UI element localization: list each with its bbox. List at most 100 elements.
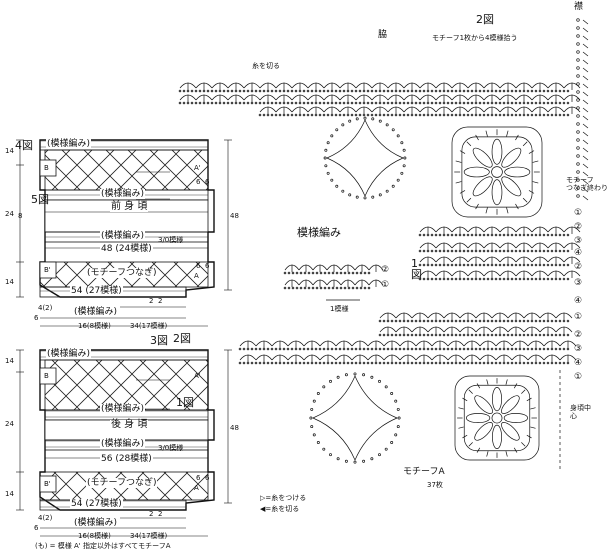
stitch-row-2	[283, 264, 384, 275]
collar-stitch-tick	[582, 115, 589, 121]
collar-stitch	[576, 58, 580, 62]
bottom-pattern-top: (模様編み)	[46, 349, 92, 359]
collar-stitch-tick	[582, 19, 589, 25]
chart-row-top-1	[178, 82, 581, 93]
collar-stitch-tick	[582, 179, 589, 185]
top-m4: 4(2)	[38, 304, 53, 312]
collar-stitch	[576, 50, 580, 54]
chart-row-top-2	[178, 94, 581, 105]
collar-stitch-tick	[582, 139, 589, 145]
stitch-chart-repeat: 1模様	[330, 305, 349, 313]
motif-flower-bottom	[454, 375, 540, 461]
motif-join-end: モチーフ つなぎ終わり	[566, 176, 608, 192]
row-number-marker: ①	[574, 208, 583, 218]
collar-stitch	[576, 194, 580, 198]
fig2-lower-label: 2図	[173, 332, 191, 345]
collar-stitch	[576, 122, 580, 126]
bottom-body-label: 後 身 頃	[110, 419, 149, 430]
collar-stitch-tick	[582, 107, 589, 113]
collar-stitch-tick	[582, 147, 589, 153]
footnote: (も) = 模様 A' 指定以外はすべてモチーフA	[35, 542, 171, 550]
top-a-mark: A	[194, 272, 199, 280]
collar-stitch	[576, 66, 580, 70]
legend-cut: ◀=糸を切る	[260, 505, 300, 513]
collar-stitch-tick	[582, 43, 589, 49]
top-m2a: 2	[149, 297, 154, 305]
collar-stitch	[576, 146, 580, 150]
bottom-b2-mark: B'	[44, 480, 51, 488]
top-repeat-note: 3/0模様	[158, 236, 184, 244]
fig4-label: 4図	[15, 139, 33, 152]
bottom-side-24: 24	[5, 420, 14, 428]
collar-stitch	[576, 170, 580, 174]
bottom-pattern-mid: (模様編み)	[100, 439, 146, 449]
bottom-m16: 16(8模様)	[78, 532, 111, 540]
motif-open-top	[323, 116, 407, 200]
top-pattern-top: (模様編み)	[46, 139, 92, 149]
bottom-bottom-width: 54 (27模様)	[70, 499, 123, 509]
bottom-m34: 34(17模様)	[130, 532, 168, 540]
bottom-b-mark: B	[44, 372, 49, 380]
motif-joining-chart	[178, 18, 589, 470]
bottom-side-14b: 14	[5, 490, 14, 498]
chart-row-lower-2	[378, 326, 573, 337]
top-m2b: 2	[158, 297, 163, 305]
top-pattern-bottom: (模様編み)	[74, 307, 118, 317]
fig5-label: 5図	[31, 193, 49, 206]
collar-stitch-tick	[582, 99, 589, 105]
top-side-14b: 14	[5, 278, 14, 286]
collar-stitch	[576, 106, 580, 110]
chart-row-lower-3	[238, 340, 577, 351]
top-m16: 16(8模様)	[78, 322, 111, 330]
collar-stitch	[576, 90, 580, 94]
motif-count: 37枚	[427, 481, 443, 489]
collar-stitch-tick	[582, 51, 589, 57]
stitch-pattern-chart	[283, 264, 384, 301]
bottom-a2-mark: A'	[194, 372, 201, 380]
motif-note: モチーフ1枚から4模様拾う	[432, 34, 518, 42]
collar-label: 襟	[574, 2, 584, 12]
fig3-label: 3図	[150, 334, 168, 347]
bottom-pattern-bottom: (模様編み)	[74, 518, 118, 528]
collar-stitch	[576, 74, 580, 78]
stitch-chart-title: 模様編み	[297, 226, 341, 239]
collar-stitch	[576, 138, 580, 142]
motif-flower-top	[451, 126, 543, 218]
collar-stitch-tick	[582, 131, 589, 137]
chart-row-mid-4	[418, 270, 581, 281]
collar-stitch-tick	[582, 123, 589, 129]
collar-stitch	[576, 186, 580, 190]
row-number-marker: ③	[574, 344, 583, 354]
bottom-pattern-upper: (模様編み)	[100, 404, 146, 414]
center-back-label: 身頃中心	[570, 404, 591, 420]
top-b2-mark: B'	[44, 266, 51, 274]
row-number-marker: ①	[574, 312, 583, 322]
fig2-top-label: 2図	[476, 13, 494, 26]
motif-a-label: モチーフA	[403, 467, 445, 477]
bottom-repeat-note: 3/0模様	[158, 444, 184, 452]
collar-stitch-tick	[582, 35, 589, 41]
top-right-48: 48	[230, 212, 239, 220]
top-side-24: 24	[5, 210, 14, 218]
bottom-width-note: 56 (28模様)	[100, 454, 153, 464]
bottom-m2a: 2	[149, 510, 154, 518]
collar-stitch-tick	[582, 67, 589, 73]
top-width-note: 48 (24模様)	[100, 244, 153, 254]
collar-stitch-tick	[582, 91, 589, 97]
top-motif-join: (モチーフつなぎ)	[86, 268, 158, 278]
stitch-row-1	[283, 279, 384, 290]
collar-stitch-tick	[582, 75, 589, 81]
collar-stitch	[576, 114, 580, 118]
bottom-motif-join: (モチーフつなぎ)	[86, 478, 158, 488]
chart-row-mid-2	[418, 242, 581, 253]
collar-stitch	[576, 130, 580, 134]
chart-row-lower-4	[238, 354, 577, 365]
collar-stitch	[576, 82, 580, 86]
collar-stitch	[576, 178, 580, 182]
top-pattern-mid: (模様編み)	[100, 231, 146, 241]
row-number-marker: ④	[574, 296, 583, 306]
bottom-side-14a: 14	[5, 357, 14, 365]
collar-stitch-tick	[582, 59, 589, 65]
collar-stitch-tick	[582, 83, 589, 89]
